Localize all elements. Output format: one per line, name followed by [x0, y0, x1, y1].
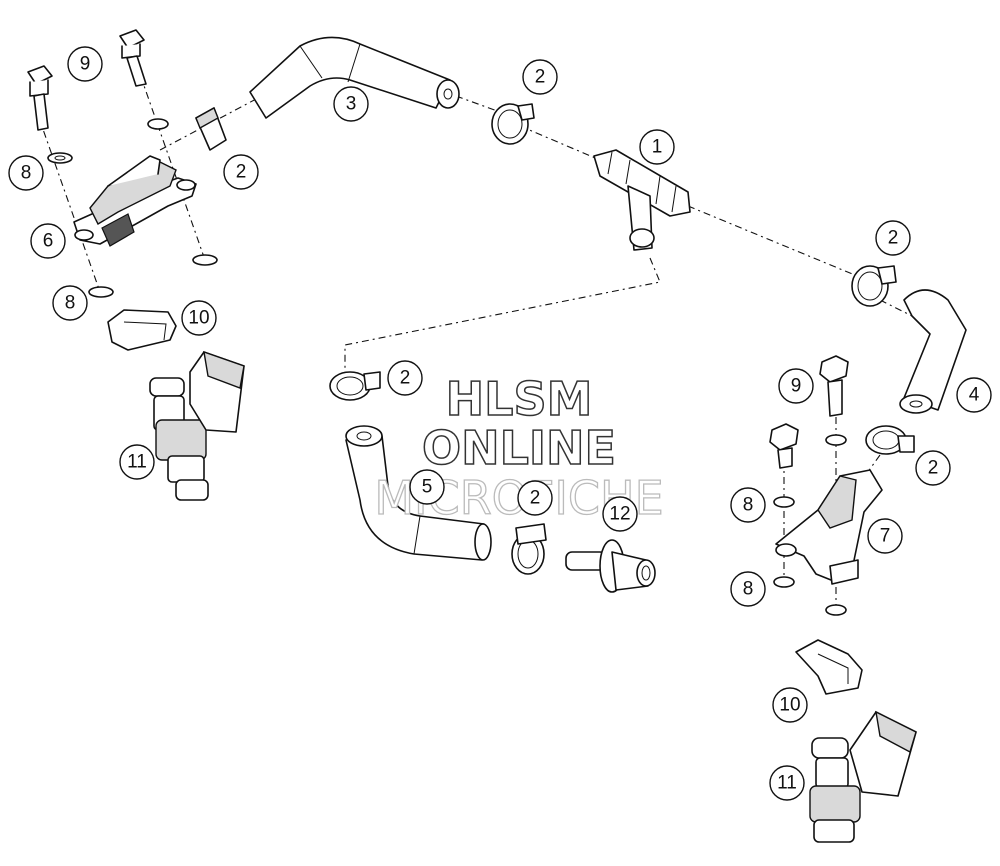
callout-2-lower: 2	[517, 480, 553, 516]
callout-8-right-lower: 8	[730, 571, 766, 607]
svg-text:2: 2	[236, 162, 247, 183]
svg-text:2: 2	[530, 488, 541, 509]
watermark-line-2: ONLINE	[422, 421, 616, 475]
hose-part-5	[345, 425, 492, 561]
svg-text:8: 8	[743, 495, 754, 516]
clamp-part-2-b	[491, 103, 535, 145]
callout-2-middle: 2	[387, 360, 423, 396]
svg-text:7: 7	[880, 526, 891, 547]
callout-5: 5	[409, 469, 445, 505]
callout-4: 4	[956, 377, 992, 413]
tee-connector-part-1	[593, 149, 691, 251]
callout-3: 3	[333, 86, 369, 122]
clamp-part-2-c	[851, 265, 897, 307]
clamp-part-2-a	[195, 107, 227, 151]
svg-text:1: 1	[652, 137, 663, 158]
callout-8-right-upper: 8	[730, 487, 766, 523]
callout-2-top: 2	[522, 59, 558, 95]
svg-text:8: 8	[743, 579, 754, 600]
callout-12: 12	[602, 496, 638, 532]
callout-6: 6	[30, 223, 66, 259]
washer-part-8-left	[47, 118, 218, 298]
hose-part-4	[899, 289, 967, 414]
hose-part-3	[249, 36, 460, 119]
bolt-part-9-left-a	[27, 65, 53, 131]
clip-part-10-right	[795, 639, 863, 695]
svg-text:4: 4	[969, 385, 980, 406]
callout-2-left: 2	[223, 154, 259, 190]
bolt-part-9-left-b	[119, 29, 147, 87]
watermark-line-1: HLSM	[446, 372, 593, 426]
fuel-rail-part-6	[73, 155, 197, 247]
callout-1: 1	[639, 129, 675, 165]
callout-11-right: 11	[769, 765, 805, 801]
svg-text:8: 8	[65, 293, 76, 314]
callout-7: 7	[867, 518, 903, 554]
callout-9-right: 9	[778, 368, 814, 404]
svg-text:2: 2	[888, 228, 899, 249]
callout-11-left: 11	[119, 444, 155, 480]
callout-10-right: 10	[772, 687, 808, 723]
svg-text:10: 10	[779, 695, 800, 716]
injector-part-11-left	[149, 350, 245, 501]
clamp-part-2-e	[329, 371, 381, 401]
clip-part-10-left	[107, 309, 177, 351]
bolt-part-9-right-a	[819, 355, 849, 417]
callout-8-left-upper: 8	[8, 155, 44, 191]
callout-8-left-lower: 8	[52, 285, 88, 321]
svg-text:11: 11	[777, 773, 797, 794]
svg-text:8: 8	[21, 163, 32, 184]
svg-text:2: 2	[400, 368, 411, 389]
svg-text:5: 5	[422, 477, 433, 498]
washer-part-8-right	[773, 434, 847, 616]
svg-text:11: 11	[127, 452, 147, 473]
callout-2-right-lower: 2	[915, 450, 951, 486]
callout-2-right-upper: 2	[875, 220, 911, 256]
clamp-part-2-f	[511, 523, 547, 575]
injector-part-11-right	[809, 710, 917, 843]
bolt-part-9-right-b	[769, 423, 799, 469]
svg-text:10: 10	[188, 308, 209, 329]
svg-text:9: 9	[791, 376, 802, 397]
fuel-rail-part-7	[775, 469, 883, 585]
svg-text:3: 3	[346, 94, 357, 115]
svg-text:9: 9	[80, 54, 91, 75]
callout-9-left: 9	[67, 46, 103, 82]
svg-text:12: 12	[609, 504, 630, 525]
svg-text:6: 6	[43, 231, 54, 252]
fitting-part-12	[565, 539, 656, 593]
callout-10-left: 10	[181, 300, 217, 336]
clamp-part-2-d	[865, 425, 915, 455]
svg-text:2: 2	[535, 67, 546, 88]
svg-text:2: 2	[928, 458, 939, 479]
